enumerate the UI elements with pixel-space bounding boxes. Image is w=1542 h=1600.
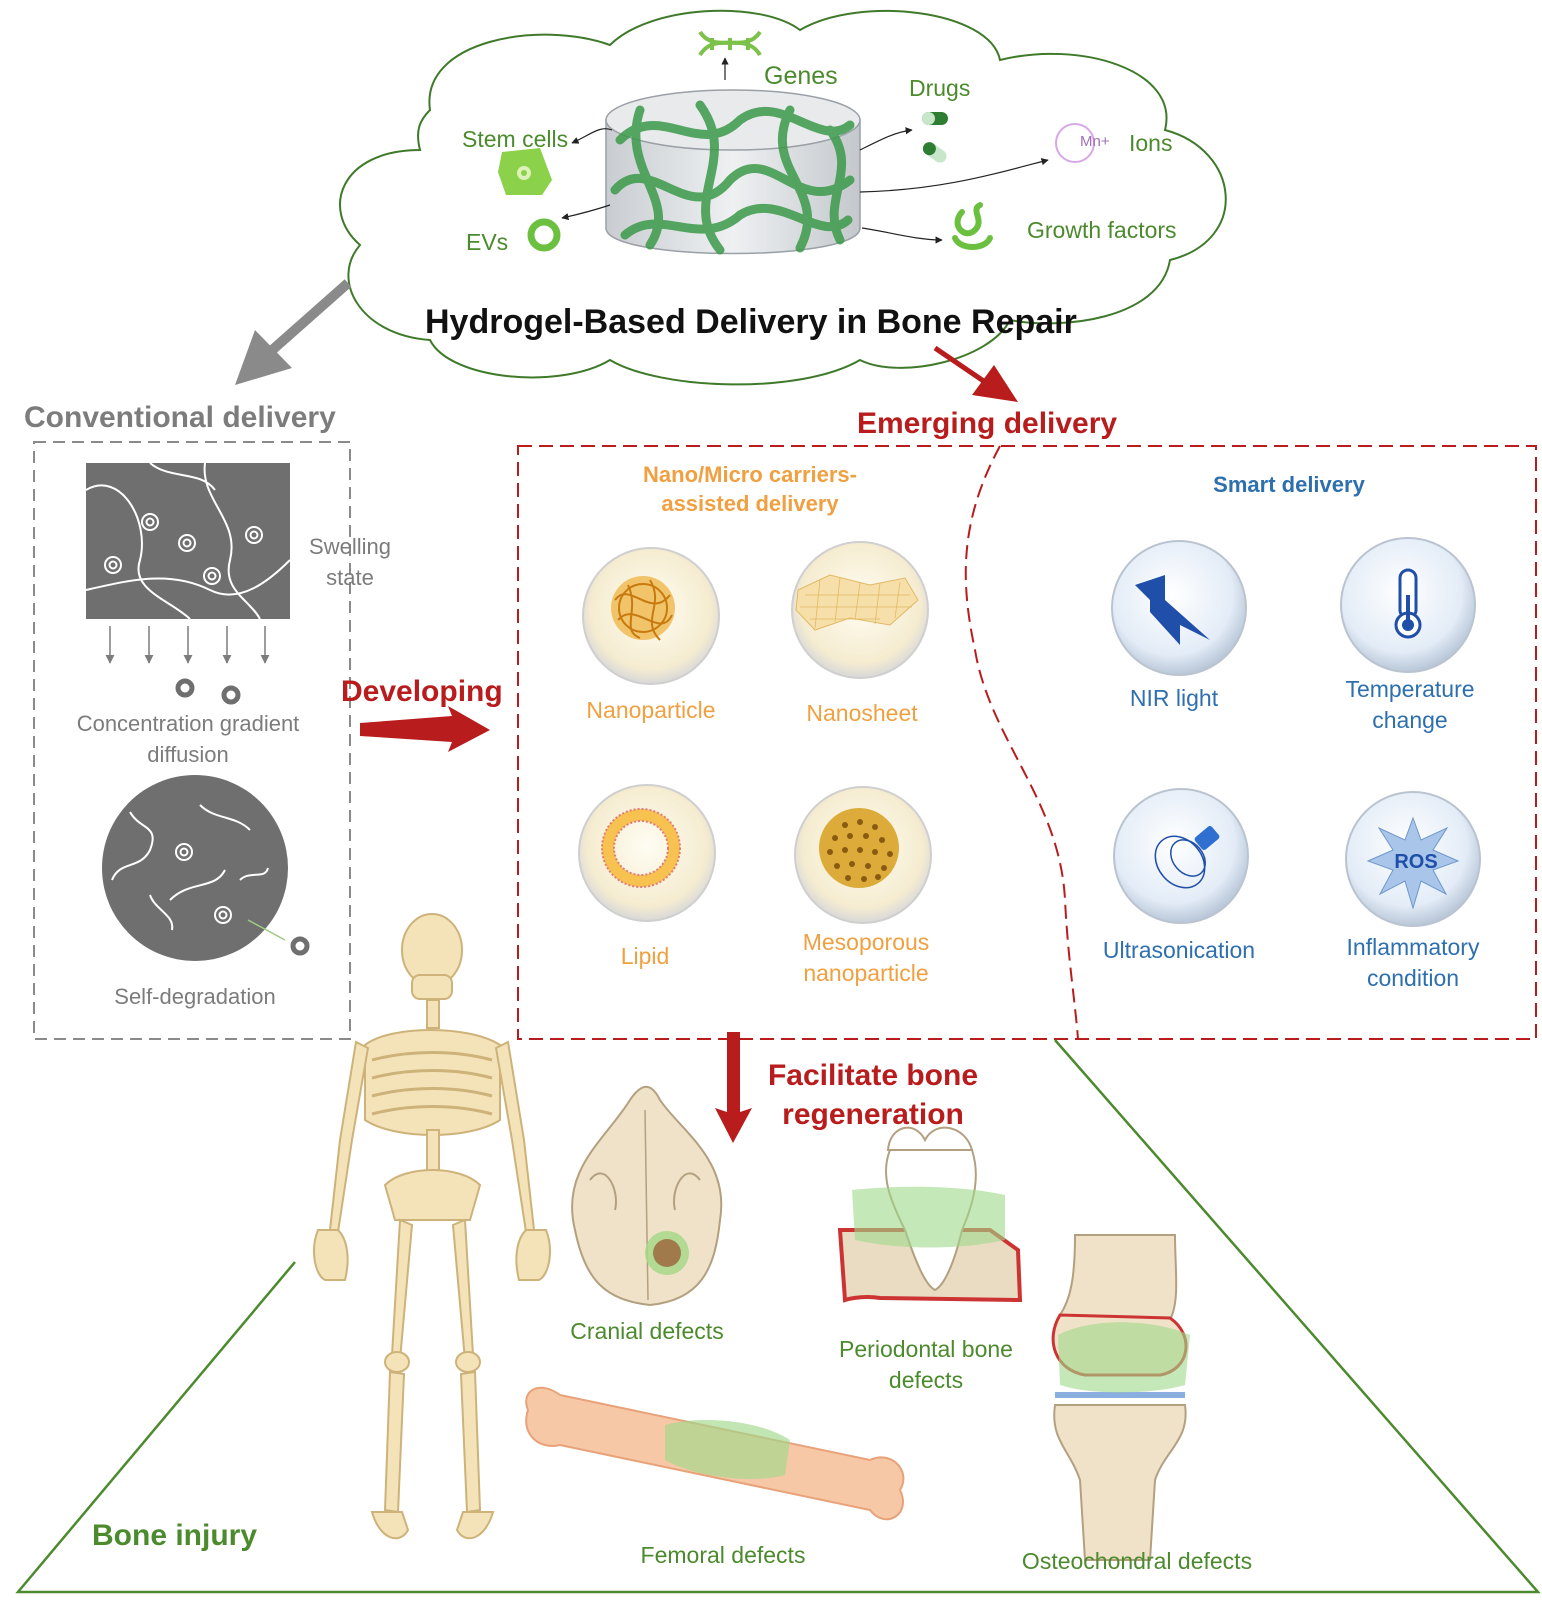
bone-injury-title: Bone injury (92, 1519, 258, 1552)
ultrasound-icon (1113, 788, 1249, 924)
facilitate-label-1: Facilitate bone (767, 1059, 979, 1092)
diffusion-arrows (105, 626, 270, 664)
ros-icon (1345, 791, 1481, 927)
nanoparticle-icon (582, 547, 720, 685)
mesoporous-nanoparticle-icon (794, 786, 932, 924)
hydrogel-cylinder (605, 89, 861, 255)
nanosheet-icon (791, 541, 929, 679)
developing-arrow (360, 706, 490, 752)
mesoporous-label-2: nanoparticle (803, 960, 929, 986)
osteochondral-label: Osteochondral defects (1021, 1548, 1253, 1574)
evs-label: EVs (466, 229, 509, 255)
swelling-label-2: state (326, 565, 374, 590)
gradient-label-2: diffusion (147, 742, 229, 767)
self-degradation-label: Self-degradation (114, 984, 276, 1009)
temperature-label-1: Temperature (1345, 676, 1475, 702)
mesoporous-label-1: Mesoporous (802, 929, 930, 955)
dna-icon (698, 30, 762, 57)
drugs-arrow (859, 127, 913, 151)
ev-icon (527, 218, 561, 252)
femur-illustration (525, 1386, 905, 1521)
facilitate-arrow (715, 1032, 752, 1143)
cranial-label: Cranial defects (570, 1318, 724, 1344)
periodontal-label-2: defects (888, 1367, 964, 1393)
swelling-label-1: Swelling (309, 534, 391, 559)
conventional-title: Conventional delivery (24, 401, 336, 434)
nanoparticle-label: Nanoparticle (586, 697, 716, 723)
smart-title: Smart delivery (1213, 472, 1365, 497)
developing-label: Developing (341, 675, 503, 708)
thermometer-icon (1340, 537, 1476, 673)
nano-title-1: Nano/Micro carriers- (643, 462, 857, 487)
gradient-label-1: Concentration gradient (76, 711, 300, 736)
lipid-icon (578, 784, 716, 922)
released-particles (175, 678, 241, 705)
ions-arrow (859, 158, 1049, 193)
nanosheet-label: Nanosheet (806, 700, 918, 726)
degradation-arrow (247, 919, 286, 941)
bone-injury-triangle (15, 1039, 1541, 1594)
nir-light-label: NIR light (1129, 685, 1219, 711)
facilitate-label-2: regeneration (782, 1098, 964, 1131)
polymer-network (610, 100, 855, 255)
drugs-label: Drugs (909, 75, 971, 101)
temperature-label-2: change (1372, 707, 1448, 733)
knee-illustration (1051, 1234, 1190, 1561)
ions-label: Ions (1129, 130, 1173, 156)
ion-symbol: Mn+ (1080, 133, 1110, 150)
growth-factors-label: Growth factors (1027, 217, 1177, 243)
emerging-box (517, 445, 1537, 1040)
ultrasonication-label: Ultrasonication (1102, 937, 1256, 963)
evs-arrow (561, 204, 611, 221)
conventional-arrow (235, 279, 352, 385)
periodontal-label-1: Periodontal bone (839, 1336, 1013, 1362)
conventional-box (33, 441, 351, 1040)
inflammatory-label-2: condition (1366, 965, 1460, 991)
drug-capsule-icon (922, 112, 948, 163)
skeleton-illustration (313, 913, 551, 1540)
stem-cells-arrow (571, 128, 613, 144)
degrading-hydrogel (102, 775, 310, 961)
lipid-label: Lipid (620, 943, 670, 969)
growth-factor-icon (952, 202, 993, 250)
swelling-hydrogel (85, 462, 291, 620)
nir-light-icon (1111, 540, 1247, 676)
growth-factors-arrow (861, 227, 943, 244)
inflammatory-label-1: Inflammatory (1346, 934, 1480, 960)
genes-label: Genes (764, 62, 838, 90)
ion-icon (1055, 123, 1095, 163)
ros-label: ROS (1394, 851, 1438, 873)
cloud-title: Hydrogel-Based Delivery in Bone Repair (425, 303, 1077, 341)
stem-cells-label: Stem cells (462, 126, 569, 152)
nano-title-2: assisted delivery (661, 491, 839, 516)
emerging-title: Emerging delivery (857, 407, 1118, 440)
stem-cell-icon (498, 148, 552, 195)
emerging-divider (964, 445, 1079, 1040)
skull-illustration (571, 1085, 723, 1307)
emerging-arrow (933, 345, 1018, 402)
femoral-label: Femoral defects (640, 1542, 806, 1568)
tooth-illustration (837, 1126, 1023, 1303)
